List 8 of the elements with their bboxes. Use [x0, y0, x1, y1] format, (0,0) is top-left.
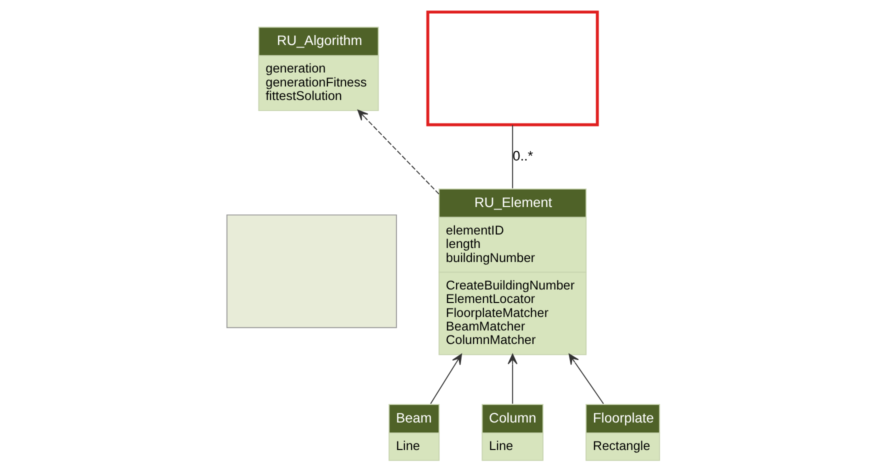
- edge-label: 0..*: [512, 148, 534, 164]
- arrow: [430, 354, 462, 404]
- connector: [512, 124, 514, 189]
- arrow: [508, 354, 518, 404]
- node-box: [426, 10, 599, 126]
- node-box: [226, 214, 397, 328]
- arrow: [357, 110, 440, 195]
- arrow: [568, 354, 604, 404]
